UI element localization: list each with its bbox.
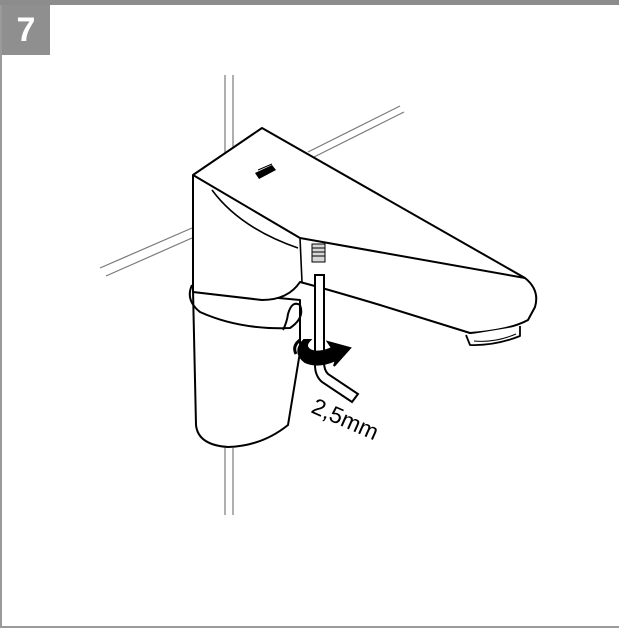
wall-lines bbox=[99, 75, 405, 515]
top-rule bbox=[0, 0, 619, 5]
fixing-ring bbox=[188, 284, 303, 331]
step-number-badge: 7 bbox=[2, 5, 50, 55]
faucet-body bbox=[192, 127, 538, 448]
sensor-icon bbox=[255, 163, 276, 179]
allen-key-size-label: 2,5mm bbox=[308, 393, 383, 445]
rotation-arrow-icon bbox=[293, 338, 352, 367]
set-screw-icon bbox=[311, 243, 326, 263]
